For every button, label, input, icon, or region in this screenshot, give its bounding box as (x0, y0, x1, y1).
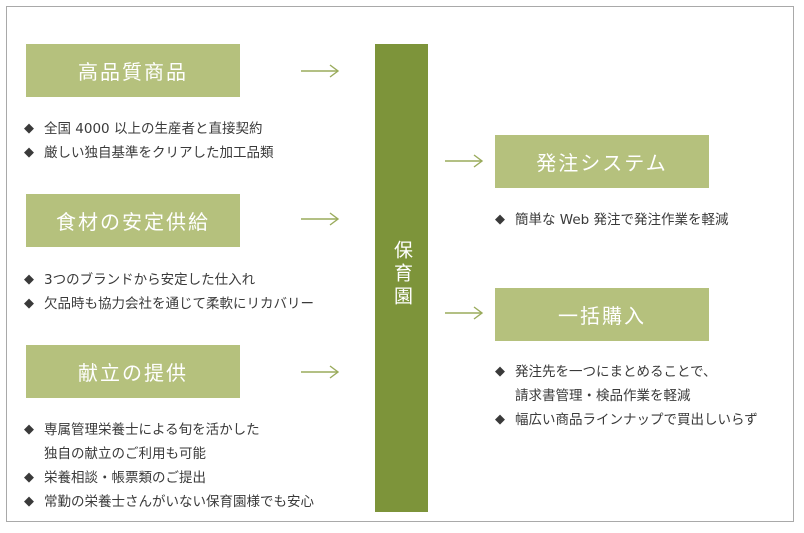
box-title: 食材の安定供給 (56, 210, 210, 234)
list-item: ◆厳しい独自基準をクリアした加工品類 (24, 141, 274, 165)
bullet-list-ordering-system: ◆簡単な Web 発注で発注作業を軽減 (495, 208, 729, 232)
box-stable-supply: 食材の安定供給 (26, 194, 240, 247)
bullet-list-menu-provision: ◆専属管理栄養士による旬を活かした独自の献立のご利用も可能 ◆栄養相談・帳票類の… (24, 418, 314, 514)
center-label: 保育園 (391, 240, 413, 309)
arrow-right-icon (301, 212, 340, 226)
box-ordering-system: 発注システム (495, 135, 709, 188)
list-item: ◆全国 4000 以上の生産者と直接契約 (24, 117, 274, 141)
box-menu-provision: 献立の提供 (26, 345, 240, 398)
arrow-right-icon (301, 64, 340, 78)
list-item: ◆発注先を一つにまとめることで、請求書管理・検品作業を軽減 (495, 360, 758, 408)
box-high-quality-products: 高品質商品 (26, 44, 240, 97)
diamond-icon: ◆ (495, 212, 505, 227)
diamond-icon: ◆ (24, 296, 34, 311)
diamond-icon: ◆ (24, 494, 34, 509)
list-item: ◆3つのブランドから安定した仕入れ (24, 268, 314, 292)
arrow-right-icon (445, 306, 484, 320)
diamond-icon: ◆ (24, 470, 34, 485)
list-item: ◆簡単な Web 発注で発注作業を軽減 (495, 208, 729, 232)
list-item: ◆栄養相談・帳票類のご提出 (24, 466, 314, 490)
box-title: 献立の提供 (78, 361, 188, 385)
arrow-right-icon (301, 365, 340, 379)
diamond-icon: ◆ (24, 121, 34, 136)
list-item: ◆専属管理栄養士による旬を活かした独自の献立のご利用も可能 (24, 418, 314, 466)
diamond-icon: ◆ (24, 422, 34, 437)
box-title: 発注システム (536, 151, 668, 175)
bullet-list-bulk-purchase: ◆発注先を一つにまとめることで、請求書管理・検品作業を軽減 ◆幅広い商品ラインナ… (495, 360, 758, 432)
diamond-icon: ◆ (24, 145, 34, 160)
diamond-icon: ◆ (24, 272, 34, 287)
box-title: 高品質商品 (78, 60, 188, 84)
box-bulk-purchase: 一括購入 (495, 288, 709, 341)
list-item: ◆常勤の栄養士さんがいない保育園様でも安心 (24, 490, 314, 514)
diamond-icon: ◆ (495, 364, 505, 379)
list-item: ◆幅広い商品ラインナップで買出しいらず (495, 408, 758, 432)
bullet-list-stable-supply: ◆3つのブランドから安定した仕入れ ◆欠品時も協力会社を通じて柔軟にリカバリー (24, 268, 314, 316)
box-title: 一括購入 (558, 304, 646, 328)
diamond-icon: ◆ (495, 412, 505, 427)
list-item: ◆欠品時も協力会社を通じて柔軟にリカバリー (24, 292, 314, 316)
center-bar-nursery: 保育園 (375, 44, 428, 512)
arrow-right-icon (445, 154, 484, 168)
bullet-list-high-quality: ◆全国 4000 以上の生産者と直接契約 ◆厳しい独自基準をクリアした加工品類 (24, 117, 274, 165)
